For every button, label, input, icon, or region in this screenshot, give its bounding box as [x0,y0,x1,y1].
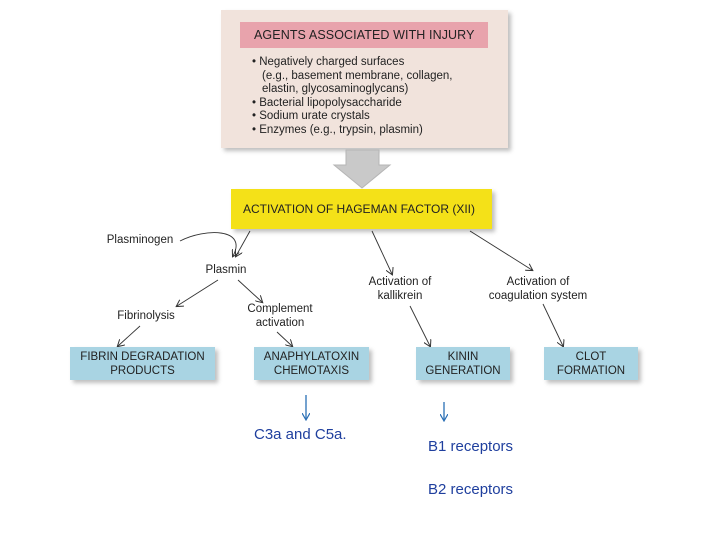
fibrin-line2: PRODUCTS [110,364,175,377]
arrow-plasmin-fibrinolysis [177,279,219,306]
label-complement: Complement activation [242,303,318,330]
agent-bullet: • Negatively charged surfaces [252,56,405,68]
label-kallikrein-line2: kallikrein [377,289,423,302]
arrow-hageman-kallikrein [371,230,392,274]
annotation-b2-receptors: B2 receptors [428,481,514,498]
fibrin-degradation-box: FIBRIN DEGRADATION PRODUCTS [70,347,215,380]
hageman-factor-box: ACTIVATION OF HAGEMAN FACTOR (XII) [231,189,492,229]
label-coagulation-line2: coagulation system [488,289,588,302]
agent-bullet: • Sodium urate crystals [252,110,370,122]
agent-bullet: • Enzymes (e.g., trypsin, plasmin) [252,123,423,136]
arrow-fibrinolysis-fibrin [118,325,141,346]
big-down-arrow [332,149,392,189]
annotation-c3a-c5a: C3a and C5a. [254,426,347,443]
arrow-plasmin-complement [237,279,262,302]
label-fibrinolysis: Fibrinolysis [117,310,175,322]
label-plasmin: Plasmin [205,264,247,276]
clot-line2: FORMATION [556,364,626,377]
anaphylatoxin-line1: ANAPHYLATOXIN [263,350,360,363]
fibrin-line1: FIBRIN DEGRADATION [80,350,205,363]
agent-bullet: • Bacterial lipopolysaccharide [252,96,402,109]
label-complement-line2: activation [255,316,305,329]
label-plasminogen: Plasminogen [106,234,174,246]
anaphylatoxin-line2: CHEMOTAXIS [273,364,350,377]
arrow-plasminogen-plasmin [179,232,236,256]
label-complement-line1: Complement [247,303,313,315]
anaphylatoxin-box: ANAPHYLATOXIN CHEMOTAXIS [254,347,369,380]
agent-bullet: (e.g., basement membrane, collagen, [262,69,453,82]
arrow-hageman-coagulation [469,230,532,270]
annotation-b1-receptors: B1 receptors [428,438,514,455]
kinin-line2: GENERATION [425,364,501,377]
agents-title: AGENTS ASSOCIATED WITH INJURY [240,22,488,48]
kinin-line1: KININ [447,350,479,363]
arrow-hageman-plasmin [236,230,251,256]
arrow-complement-anaphylatoxin [276,331,292,346]
label-kallikrein: Activation of kallikrein [360,276,440,303]
arrow-kallikrein-kinin [409,305,430,346]
clot-formation-box: CLOT FORMATION [544,347,638,380]
label-coagulation: Activation of coagulation system [478,276,598,303]
agent-bullet: elastin, glycosaminoglycans) [262,83,409,95]
label-coagulation-line1: Activation of [506,276,570,288]
arrow-coagulation-clot [542,303,563,346]
kinin-generation-box: KININ GENERATION [416,347,510,380]
clot-line1: CLOT [575,350,607,363]
label-kallikrein-line1: Activation of [368,276,432,288]
